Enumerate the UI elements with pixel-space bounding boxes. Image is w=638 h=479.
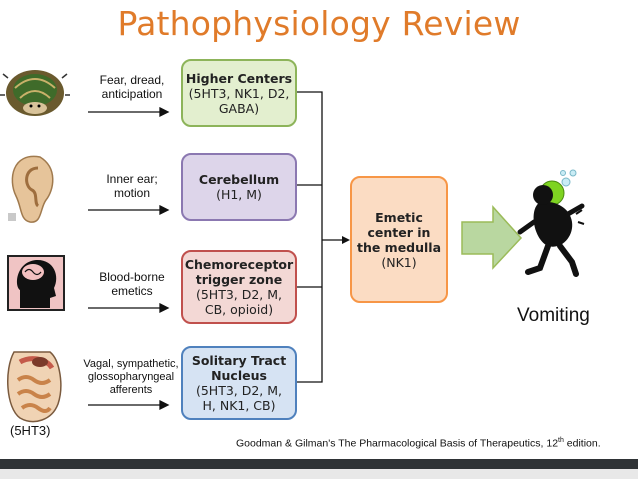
gut-icon: [7, 351, 62, 423]
box-receptors: (NK1): [381, 254, 417, 270]
connector-arrowhead: [342, 236, 350, 244]
box-title: Solitary Tract Nucleus: [191, 353, 287, 383]
gut-receptor-label: (5HT3): [10, 423, 51, 438]
box-receptors: (5HT3, D2, M, CB, opioid): [195, 287, 283, 317]
trigger-label-fear: Fear, dread, anticipation: [99, 73, 165, 101]
big-arrow: [461, 205, 523, 270]
box-emetic-center: Emetic center in the medulla (NK1): [350, 176, 448, 303]
box-title: Chemoreceptor trigger zone: [184, 257, 294, 287]
trigger-arrows: [88, 106, 170, 411]
outcome-label: Vomiting: [517, 305, 590, 326]
source-citation: Goodman & Gilman's The Pharmacological B…: [236, 437, 601, 450]
box-solitary-tract-nucleus: Solitary Tract Nucleus (5HT3, D2, M, H, …: [181, 346, 297, 420]
box-title: Emetic center in the medulla: [356, 209, 442, 255]
box-chemoreceptor-trigger-zone: Chemoreceptor trigger zone (5HT3, D2, M,…: [181, 250, 297, 324]
box-receptors: (H1, M): [216, 187, 262, 202]
connector-lines: [297, 91, 342, 383]
brain-head-icon: [7, 255, 65, 311]
trigger-label-inner-ear: Inner ear; motion: [106, 172, 158, 200]
box-receptors: (5HT3, D2, M, H, NK1, CB): [195, 383, 283, 413]
box-receptors: (5HT3, NK1, D2, GABA): [188, 85, 290, 116]
trigger-label-blood: Blood-borne emetics: [99, 270, 165, 298]
box-higher-centers: Higher Centers (5HT3, NK1, D2, GABA): [181, 59, 297, 127]
box-title: Higher Centers: [185, 70, 293, 86]
box-title: Cerebellum: [198, 172, 280, 187]
turtle-icon: [0, 70, 70, 116]
page-title: Pathophysiology Review: [117, 4, 521, 43]
bottom-strip: [0, 469, 638, 479]
ear-icon: [8, 155, 54, 223]
vomiting-figure-icon: [517, 169, 585, 277]
trigger-label-vagal: Vagal, sympathetic, glossopharyngeal aff…: [83, 358, 179, 396]
box-cerebellum: Cerebellum (H1, M): [181, 153, 297, 221]
